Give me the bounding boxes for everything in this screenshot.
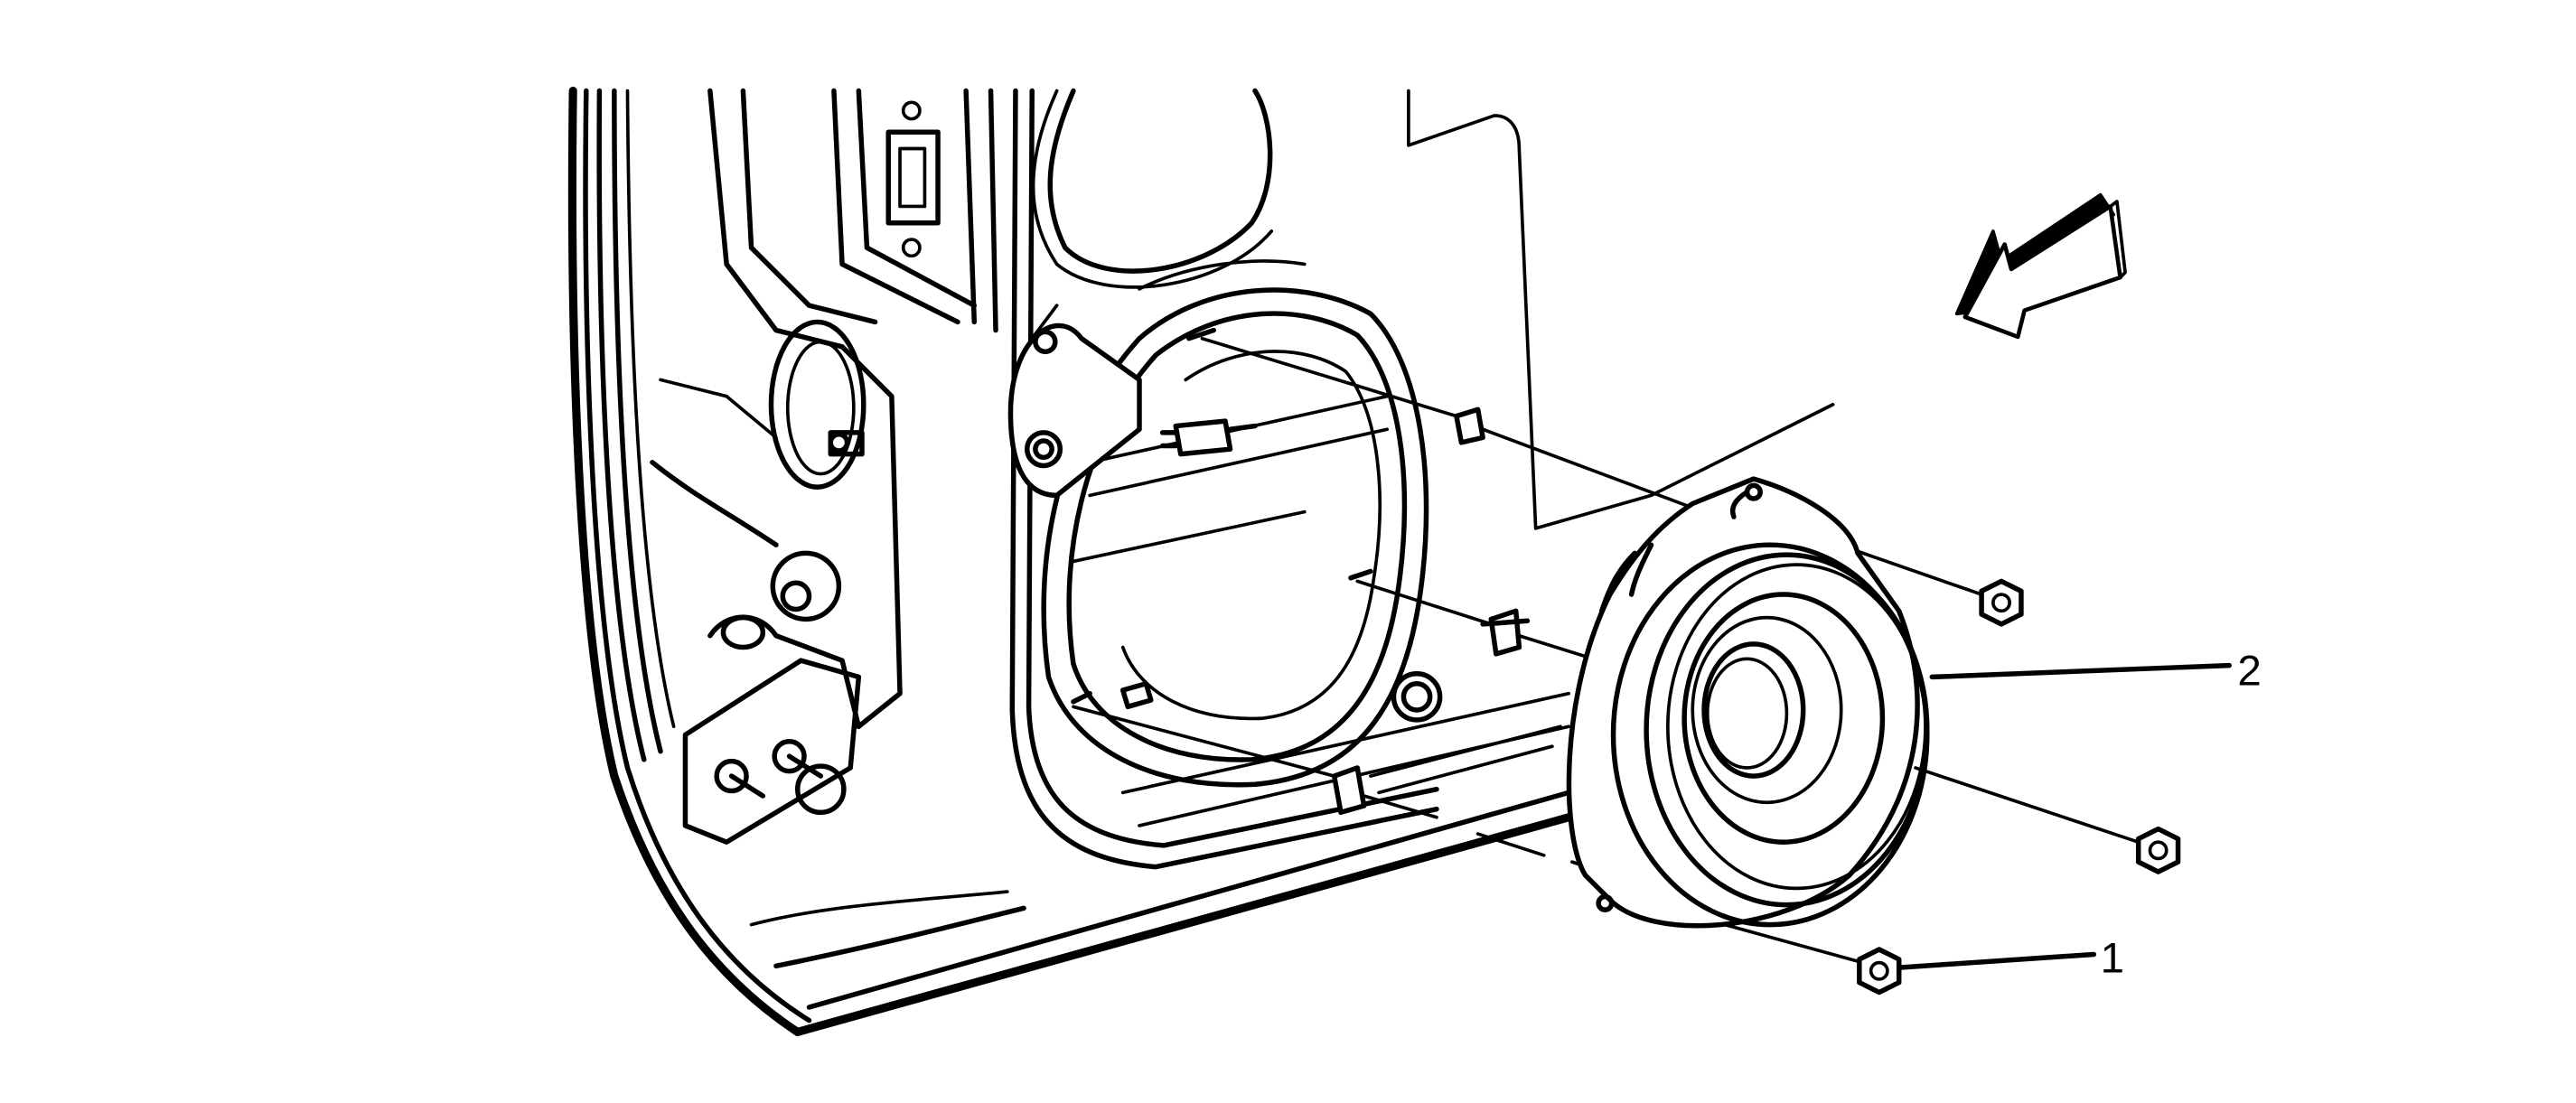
door-inner-panel — [567, 86, 1835, 1036]
callout-leaders — [1896, 662, 2232, 970]
clip-middle — [1488, 608, 1522, 657]
callout-1-label: 1 — [2101, 935, 2124, 983]
bolt-upper — [1979, 578, 2024, 627]
retainer-clips — [1331, 407, 1531, 816]
speaker-mounting-opening — [1007, 287, 1443, 788]
bolts — [1857, 578, 2181, 996]
bolt-lower — [1857, 947, 1902, 996]
leader-1 — [1896, 951, 2097, 970]
bolt-right — [2135, 826, 2181, 874]
clip-upper — [1454, 407, 1485, 445]
clip-lower — [1331, 765, 1367, 816]
leader-2 — [1929, 662, 2232, 680]
speaker — [1566, 476, 1930, 929]
direction-arrow-icon — [1954, 192, 2127, 340]
callout-2-label: 2 — [2237, 648, 2261, 696]
